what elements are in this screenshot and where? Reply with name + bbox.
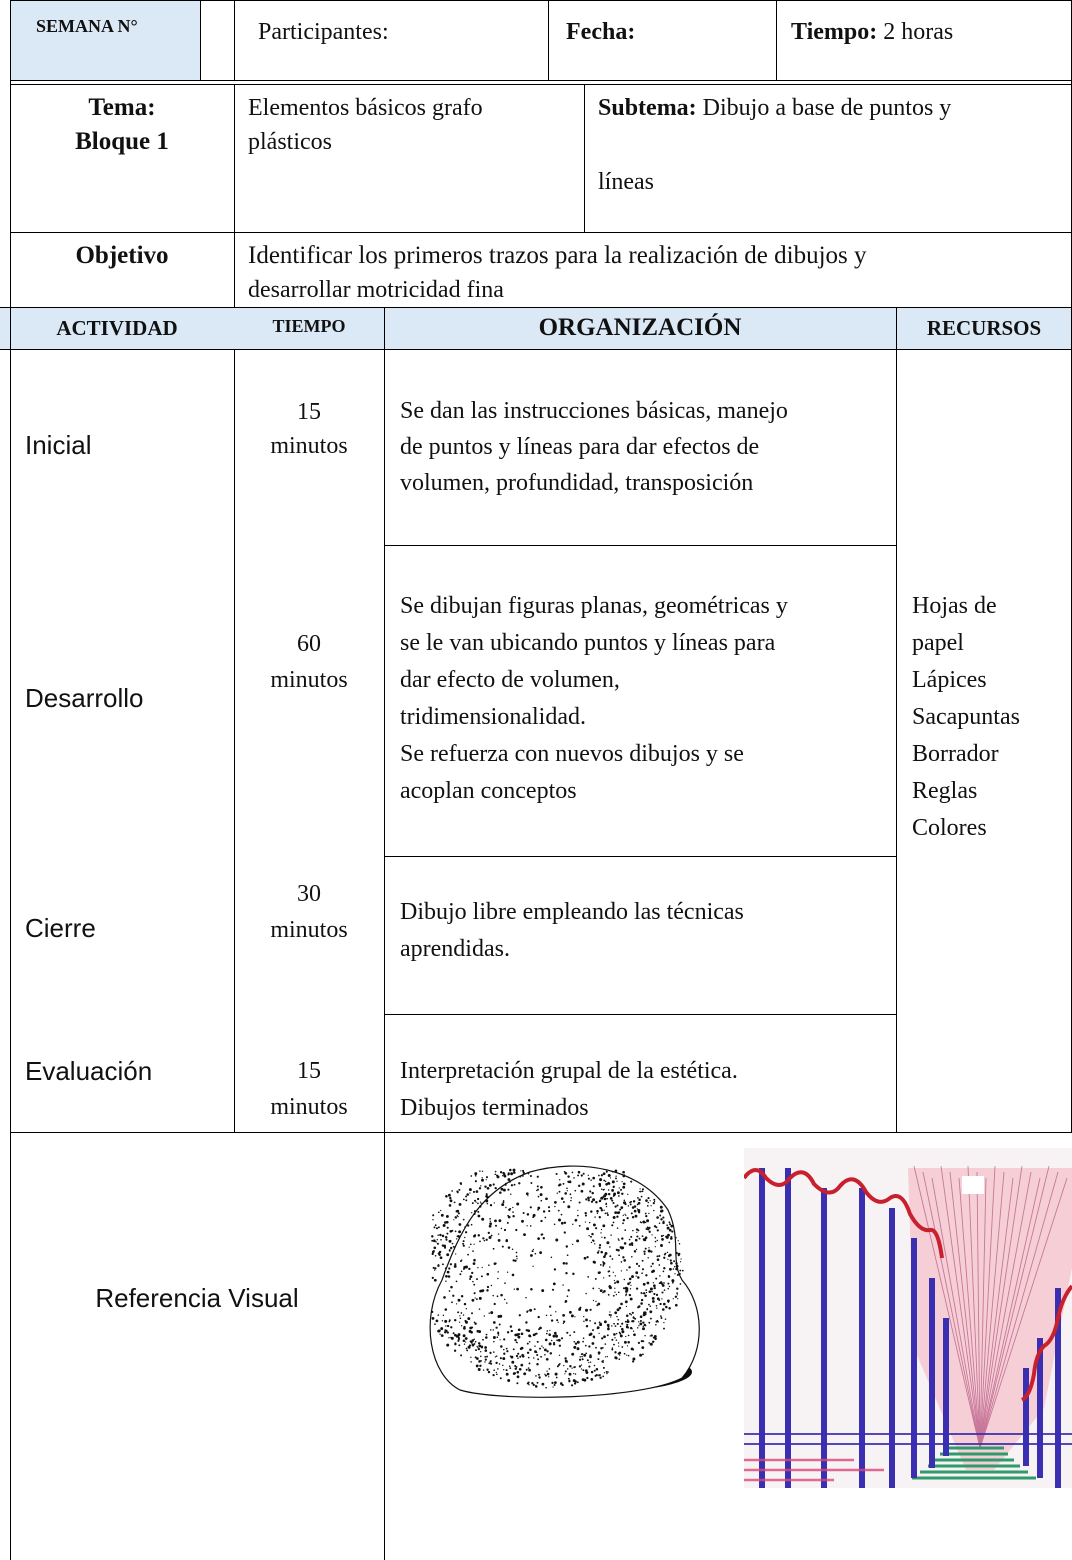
border-v-tema-left [234, 84, 235, 307]
border-colhdr-bottom [0, 349, 1072, 350]
perspective-rays [913, 1165, 1068, 1449]
border-v-actividad-right [234, 349, 235, 1132]
white-square [962, 1176, 984, 1194]
border-v-tiempo-right [384, 307, 385, 1560]
organizacion-desarrollo-1: Se dibujan figuras planas, geométricas y [400, 593, 788, 619]
organizacion-desarrollo-5: Se refuerza con nuevos dibujos y se [400, 741, 744, 767]
border-v-organizacion-right [896, 307, 897, 1132]
organizacion-desarrollo-3: dar efecto de volumen, [400, 667, 620, 693]
semana-label: SEMANA N° [36, 16, 138, 36]
recurso-7: Colores [912, 815, 987, 841]
subtema-text: Dibujo a base de puntos y [702, 95, 952, 121]
activity-inicial: Inicial [25, 430, 92, 460]
organizacion-evaluacion-2: Dibujos terminados [400, 1095, 589, 1121]
recurso-4: Sacapuntas [912, 704, 1020, 730]
tiempo-value: 2 horas [883, 19, 954, 45]
border-v-participantes-right [548, 0, 549, 80]
stippled-stone-image [429, 1165, 700, 1398]
perspective-lines-image [744, 1148, 1072, 1488]
red-scallop-top [744, 1168, 944, 1259]
stone-stipple-dots [431, 1168, 684, 1389]
border-v-blank-right [234, 0, 235, 80]
organizacion-desarrollo-4: tridimensionalidad. [400, 704, 586, 730]
tiempo-desarrollo-unit: minutos [270, 667, 348, 693]
border-v-fecha-right [776, 0, 777, 80]
tiempo-desarrollo-num: 60 [297, 631, 321, 657]
organizacion-inicial-3: volumen, profundidad, transposición [400, 470, 754, 496]
referencia-visual-label: Referencia Visual [95, 1283, 299, 1313]
tiempo-evaluacion-unit: minutos [270, 1094, 348, 1120]
tiempo-cierre-num: 30 [297, 881, 321, 907]
column-organizacion: ORGANIZACIÓN [538, 314, 742, 341]
column-header-fill [0, 307, 1072, 349]
tema-label: Tema: [88, 94, 156, 121]
stone-body [429, 1165, 700, 1398]
semana-cell-fill [10, 0, 200, 80]
recurso-5: Borrador [912, 741, 999, 767]
green-steps-group [912, 1446, 1036, 1480]
border-row-desarrollo-bottom [384, 856, 896, 857]
border-row-inicial-bottom [384, 545, 896, 546]
recurso-1: Hojas de [912, 593, 997, 619]
bloque-label: Bloque 1 [75, 128, 169, 155]
organizacion-cierre-1: Dibujo libre empleando las técnicas [400, 899, 744, 925]
subtema-label: Subtema: [598, 95, 697, 121]
tiempo-total: Tiempo: 2 horas [791, 16, 953, 48]
blue-horizon-lines [744, 1433, 1072, 1445]
fecha-label: Fecha: [566, 19, 636, 45]
column-actividad: ACTIVIDAD [56, 316, 178, 340]
organizacion-desarrollo-2: se le van ubicando puntos y líneas para [400, 630, 776, 656]
border-colhdr-top [0, 307, 1072, 308]
tiempo-cierre-unit: minutos [270, 917, 348, 943]
tema-text-line2: plásticos [248, 129, 332, 155]
border-v-semana-right [200, 0, 201, 80]
column-tiempo: TIEMPO [272, 316, 346, 336]
tiempo-inicial-unit: minutos [270, 433, 348, 459]
border-v-left [10, 0, 11, 1560]
border-v-subtema-left [584, 84, 585, 232]
border-activities-bottom [10, 1132, 1072, 1133]
objetivo-line2: desarrollar motricidad fina [248, 277, 504, 303]
border-header-bottom [10, 80, 1072, 81]
recurso-3: Lápices [912, 667, 987, 693]
objetivo-label: Objetivo [75, 242, 169, 269]
organizacion-desarrollo-6: acoplan conceptos [400, 778, 577, 804]
border-top [10, 0, 1072, 1]
recurso-2: papel [912, 630, 964, 656]
objetivo-line1: Identificar los primeros trazos para la … [248, 242, 867, 269]
column-recursos: RECURSOS [926, 316, 1042, 340]
pink-horizontal-marks [744, 1458, 884, 1482]
activity-desarrollo: Desarrollo [25, 683, 144, 713]
organizacion-inicial-1: Se dan las instrucciones básicas, manejo [400, 398, 788, 424]
border-header-bottom-2 [10, 84, 1072, 85]
recurso-6: Reglas [912, 778, 978, 804]
border-row-cierre-bottom [384, 1014, 896, 1015]
border-tema-bottom [10, 232, 1072, 233]
activity-cierre: Cierre [25, 913, 96, 943]
organizacion-evaluacion-1: Interpretación grupal de la estética. [400, 1058, 738, 1084]
organizacion-inicial-2: de puntos y líneas para dar efectos de [400, 434, 760, 460]
activity-evaluacion: Evaluación [25, 1056, 153, 1086]
tema-text-line1: Elementos básicos grafo [248, 95, 483, 121]
tiempo-label: Tiempo: [791, 19, 878, 45]
subtema-line2: líneas [598, 169, 654, 195]
participantes-label: Participantes: [258, 19, 389, 45]
tiempo-evaluacion-num: 15 [297, 1058, 321, 1084]
tiempo-inicial-num: 15 [297, 399, 321, 425]
subtema-line1: Subtema: Dibujo a base de puntos y [598, 92, 951, 124]
red-scallop-right [1020, 1284, 1072, 1402]
organizacion-cierre-2: aprendidas. [400, 936, 510, 962]
